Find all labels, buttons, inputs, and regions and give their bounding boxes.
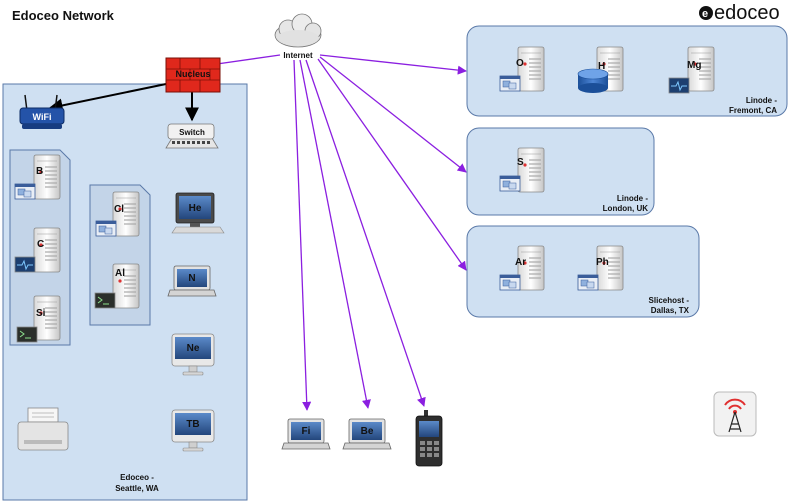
database-h[interactable]: H [577, 46, 624, 93]
internet-label: Internet [283, 51, 313, 60]
database-icon [577, 68, 609, 93]
edoceo-logo: e edoceo [699, 2, 780, 24]
server-cl-label: Cl [114, 204, 124, 215]
seattle-site-line1: Edoceo - [120, 473, 154, 482]
desktop-tb-label: TB [186, 419, 199, 430]
server-o[interactable]: O [499, 46, 545, 92]
server-c-label: C [37, 239, 44, 250]
server-s-label: S [517, 157, 524, 168]
fremont-site-line2: Fremont, CA [729, 106, 777, 115]
server-o-label: O [516, 58, 524, 69]
antenna-icon[interactable] [713, 391, 757, 437]
nucleus-node[interactable]: Nucleus [165, 57, 221, 93]
wifi-label: WiFi [33, 112, 52, 122]
internet-node[interactable]: Internet [274, 13, 322, 60]
pulse-icon [668, 77, 690, 94]
terminal-icon [94, 292, 116, 309]
server-si[interactable]: Si [16, 295, 61, 343]
window-icon [499, 175, 521, 192]
laptop-be-label: Be [361, 426, 374, 437]
london-site-line1: Linode - [617, 194, 648, 203]
server-c[interactable]: C [14, 227, 61, 273]
switch-node[interactable]: Switch [165, 123, 219, 149]
desktop-he-label: He [189, 203, 202, 214]
link-nucleus-wifi [48, 83, 167, 113]
nucleus-label: Nucleus [175, 69, 210, 79]
server-mg[interactable]: Mg [668, 46, 715, 94]
link-internet-be [299, 59, 371, 409]
server-b-label: B [36, 166, 43, 177]
desktop-he[interactable]: He [171, 192, 225, 234]
fremont-site-line1: Linode - [746, 96, 777, 105]
desktop-tb[interactable]: TB [171, 409, 215, 452]
firewall-icon [165, 57, 221, 93]
server-s[interactable]: S [499, 147, 545, 193]
laptop-n[interactable]: N [167, 265, 217, 297]
server-si-label: Si [36, 308, 46, 319]
seattle-site-line2: Seattle, WA [115, 484, 159, 493]
server-ph-label: Ph [596, 257, 609, 268]
server-ph[interactable]: Ph [577, 245, 624, 291]
window-icon [577, 274, 599, 291]
server-al-label: Al [115, 268, 125, 279]
dallas-site-line2: Dallas, TX [651, 306, 690, 315]
site-london [466, 127, 655, 216]
link-internet-fremont [319, 54, 467, 75]
server-al[interactable]: Al [94, 263, 140, 309]
server-b[interactable]: B [14, 154, 61, 200]
link-internet-phone [305, 59, 426, 407]
svg-text:edoceo: edoceo [714, 2, 780, 24]
terminal-icon [16, 326, 38, 343]
window-icon [14, 183, 36, 200]
laptop-fi[interactable]: Fi [281, 418, 331, 450]
server-ar[interactable]: Ar [499, 245, 545, 291]
link-internet-fi [293, 59, 312, 411]
cloud-icon [274, 13, 322, 48]
database-h-label: H [598, 61, 605, 72]
server-mg-label: Mg [687, 60, 701, 71]
pulse-icon [14, 256, 36, 273]
dallas-site-line1: Slicehost - [649, 296, 690, 305]
printer-icon[interactable] [17, 407, 69, 451]
router-icon [19, 94, 65, 129]
laptop-n-label: N [188, 273, 195, 284]
svg-text:e: e [702, 8, 708, 20]
switch-icon [165, 123, 219, 149]
site-fremont [466, 25, 788, 117]
london-site-line2: London, UK [603, 204, 649, 213]
page-title: Edoceo Network [12, 8, 115, 23]
server-cl[interactable]: Cl [95, 191, 140, 237]
server-ar-label: Ar [515, 257, 526, 268]
wifi-node[interactable]: WiFi [19, 94, 65, 129]
desktop-ne-label: Ne [187, 343, 200, 354]
laptop-be[interactable]: Be [342, 418, 392, 450]
link-internet-london [319, 56, 467, 173]
window-icon [499, 75, 521, 92]
link-internet-dallas [317, 58, 467, 271]
phone-icon[interactable] [415, 410, 443, 467]
connections [48, 54, 467, 411]
desktop-ne[interactable]: Ne [171, 333, 215, 376]
switch-label: Switch [179, 128, 205, 137]
window-icon [95, 220, 117, 237]
laptop-fi-label: Fi [302, 426, 311, 437]
window-icon [499, 274, 521, 291]
